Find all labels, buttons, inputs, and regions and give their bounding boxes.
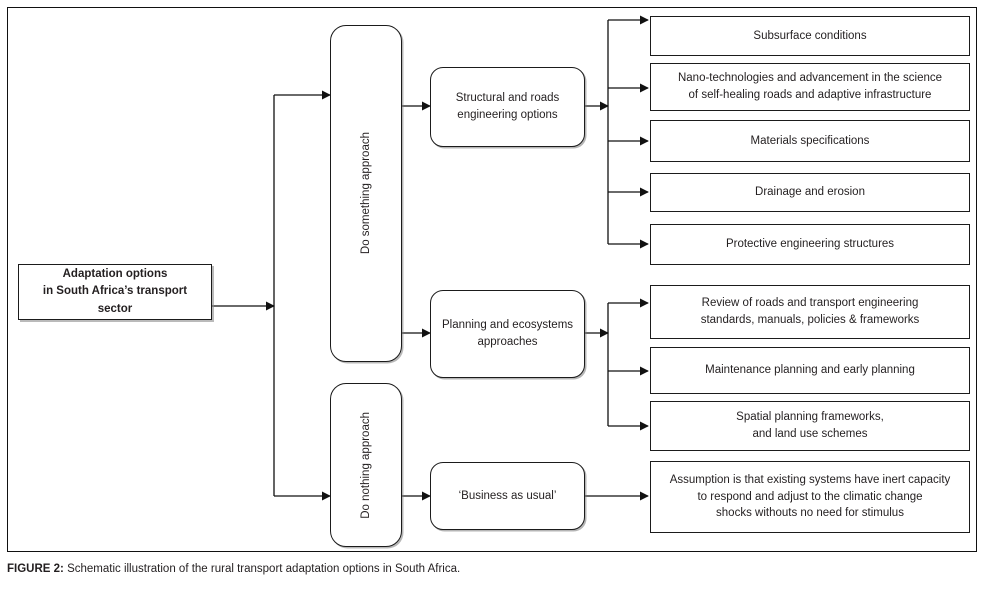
- node-protective-engineering-structures[interactable]: Protective engineering structures: [650, 224, 970, 265]
- node-nano-technologies[interactable]: Nano-technologies and advancement in the…: [650, 63, 970, 111]
- node-business-as-usual-label: ‘Business as usual’: [458, 489, 557, 502]
- node-review-of-roads-standards-label: Review of roads and transport engineerin…: [700, 297, 920, 326]
- node-maintenance-planning-label: Maintenance planning and early planning: [705, 364, 915, 377]
- node-planning-and-ecosystems-approaches[interactable]: Planning and ecosystems approaches: [430, 290, 585, 378]
- node-review-of-roads-standards[interactable]: Review of roads and transport engineerin…: [650, 285, 970, 339]
- node-maintenance-planning[interactable]: Maintenance planning and early planning: [650, 347, 970, 394]
- node-root-adaptation-options[interactable]: Adaptation options in South Africa’s tra…: [18, 264, 212, 320]
- node-root-label: Adaptation options in South Africa’s tra…: [42, 268, 188, 315]
- node-protective-engineering-structures-label: Protective engineering structures: [725, 238, 895, 251]
- node-subsurface-conditions[interactable]: Subsurface conditions: [650, 16, 970, 56]
- node-do-nothing-approach-label: Do nothing approach: [359, 411, 372, 519]
- node-assumption-inert-capacity-label: Assumption is that existing systems have…: [669, 473, 951, 520]
- node-business-as-usual[interactable]: ‘Business as usual’: [430, 462, 585, 530]
- figure-caption: FIGURE 2: Schematic illustration of the …: [7, 563, 967, 575]
- node-structural-and-roads-engineering-options[interactable]: Structural and roads engineering options: [430, 67, 585, 147]
- node-spatial-planning-frameworks-label: Spatial planning frameworks, and land us…: [736, 411, 884, 440]
- figure-caption-text: Schematic illustration of the rural tran…: [63, 563, 461, 575]
- node-drainage-and-erosion[interactable]: Drainage and erosion: [650, 173, 970, 212]
- node-structural-and-roads-engineering-options-label: Structural and roads engineering options: [455, 92, 560, 121]
- node-do-something-approach[interactable]: Do something approach: [330, 25, 402, 362]
- node-nano-technologies-label: Nano-technologies and advancement in the…: [677, 72, 943, 101]
- node-do-something-approach-label: Do something approach: [359, 132, 372, 255]
- node-subsurface-conditions-label: Subsurface conditions: [753, 29, 867, 42]
- node-spatial-planning-frameworks[interactable]: Spatial planning frameworks, and land us…: [650, 401, 970, 451]
- node-planning-and-ecosystems-approaches-label: Planning and ecosystems approaches: [441, 319, 574, 348]
- node-materials-specifications-label: Materials specifications: [750, 134, 870, 147]
- figure-caption-prefix: FIGURE 2:: [7, 563, 64, 575]
- node-drainage-and-erosion-label: Drainage and erosion: [755, 186, 865, 199]
- node-do-nothing-approach[interactable]: Do nothing approach: [330, 383, 402, 547]
- node-materials-specifications[interactable]: Materials specifications: [650, 120, 970, 162]
- node-assumption-inert-capacity[interactable]: Assumption is that existing systems have…: [650, 461, 970, 533]
